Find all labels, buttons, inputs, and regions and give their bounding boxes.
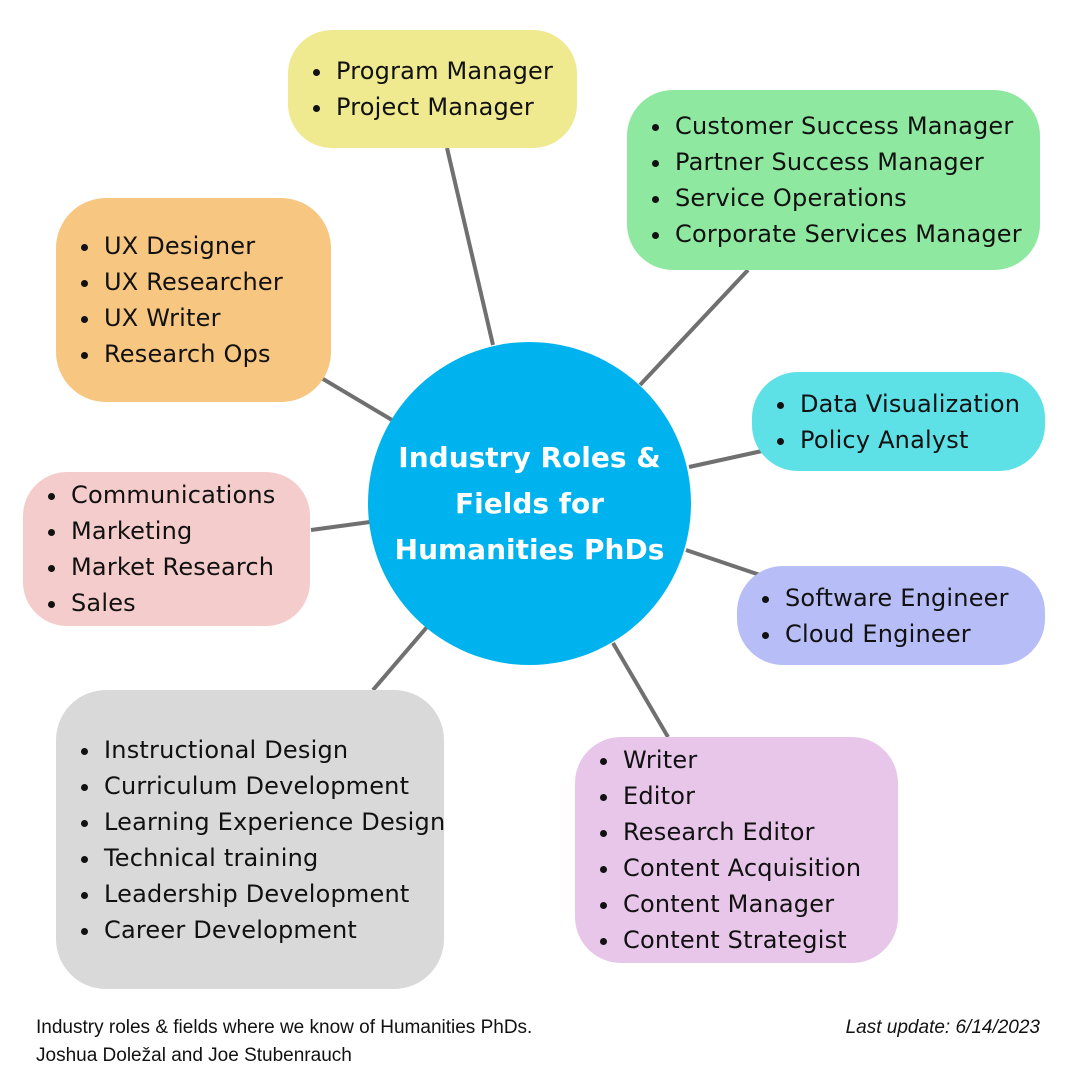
instructional-item: Career Development [102,912,445,948]
communications-item: Communications [69,477,275,513]
instructional-list: Instructional DesignCurriculum Developme… [56,732,445,948]
center-title: Industry Roles & Fields for Humanities P… [394,440,665,566]
customer-list: Customer Success ManagerPartner Success … [627,108,1022,252]
connector-ux [316,374,394,422]
connector-program [445,147,495,346]
instructional-item: Leadership Development [102,876,445,912]
group-ux: UX DesignerUX ResearcherUX WriterResearc… [56,198,331,402]
instructional-item: Technical training [102,840,445,876]
communications-item: Market Research [69,549,275,585]
writer-item: Editor [621,778,861,814]
customer-item: Corporate Services Manager [673,216,1022,252]
data-item: Policy Analyst [798,422,1020,458]
program-item: Program Manager [334,53,553,89]
ux-item: Research Ops [102,336,283,372]
instructional-item: Curriculum Development [102,768,445,804]
connector-communications [310,520,371,532]
group-communications: CommunicationsMarketingMarket ResearchSa… [23,472,310,626]
group-instructional: Instructional DesignCurriculum Developme… [56,690,445,989]
writer-item: Content Manager [621,886,861,922]
last-update: Last update: 6/14/2023 [845,1017,1040,1038]
footer-credits: Industry roles & fields where we know of… [36,1014,532,1070]
software-list: Software EngineerCloud Engineer [737,580,1009,652]
writer-item: Content Acquisition [621,850,861,886]
footer-line2: Joshua Doležal and Joe Stubenrauch [36,1045,352,1066]
ux-item: UX Writer [102,300,283,336]
ux-list: UX DesignerUX ResearcherUX WriterResearc… [56,228,283,372]
ux-item: UX Researcher [102,264,283,300]
group-data: Data VisualizationPolicy Analyst [752,372,1045,471]
customer-item: Customer Success Manager [673,108,1022,144]
communications-item: Sales [69,585,275,621]
data-item: Data Visualization [798,386,1020,422]
group-customer: Customer Success ManagerPartner Success … [627,90,1040,270]
software-item: Software Engineer [783,580,1009,616]
connector-software [685,548,761,577]
group-program: Program ManagerProject Manager [288,30,577,148]
group-software: Software EngineerCloud Engineer [737,566,1045,665]
connector-writer [611,641,670,739]
connector-customer [638,268,750,387]
instructional-item: Learning Experience Design [102,804,445,840]
customer-item: Partner Success Manager [673,144,1022,180]
communications-list: CommunicationsMarketingMarket ResearchSa… [23,477,275,621]
instructional-item: Instructional Design [102,732,445,768]
ux-item: UX Designer [102,228,283,264]
writer-list: WriterEditorResearch EditorContent Acqui… [575,742,861,958]
footer-line1: Industry roles & fields where we know of… [36,1017,533,1038]
center-node: Industry Roles & Fields for Humanities P… [368,342,691,665]
program-list: Program ManagerProject Manager [288,53,553,125]
software-item: Cloud Engineer [783,616,1009,652]
writer-item: Research Editor [621,814,861,850]
program-item: Project Manager [334,89,553,125]
customer-item: Service Operations [673,180,1022,216]
group-writer: WriterEditorResearch EditorContent Acqui… [575,737,898,963]
writer-item: Content Strategist [621,922,861,958]
connector-instructional [371,625,429,692]
connector-data [688,449,763,469]
communications-item: Marketing [69,513,275,549]
writer-item: Writer [621,742,861,778]
data-list: Data VisualizationPolicy Analyst [752,386,1020,458]
